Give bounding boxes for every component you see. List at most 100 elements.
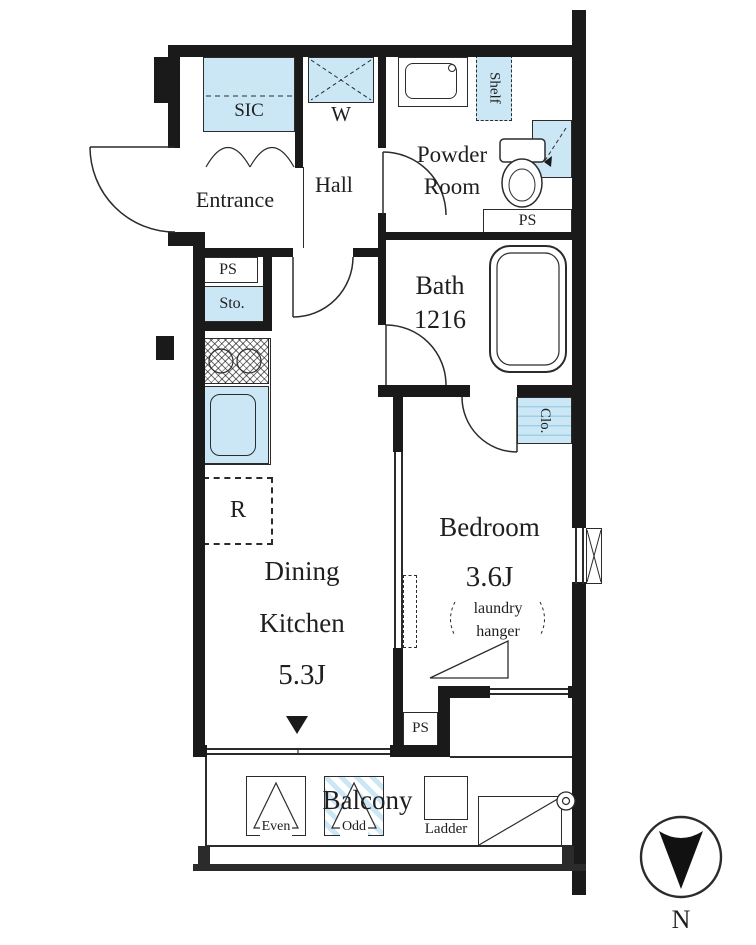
balcony-endcap-left	[198, 846, 210, 864]
compass-needle	[659, 831, 703, 889]
wall-bedroom-bottom-left	[438, 686, 490, 698]
laundry-hook-right	[539, 601, 545, 637]
bedroom-door-arc	[461, 396, 518, 453]
wall-left-lower	[193, 240, 205, 757]
balcony-endcap-right	[562, 846, 574, 864]
washing-machine-box	[308, 57, 374, 103]
bedroom-window-line-top	[490, 688, 568, 690]
laundry-hook-left	[450, 601, 456, 637]
bath-size: 1216	[414, 305, 466, 334]
closet-label: Clo.	[537, 407, 554, 434]
shelf-label: Shelf	[486, 72, 503, 104]
wall-right-lower	[572, 582, 586, 895]
hall-label: Hall	[315, 172, 353, 198]
storage-label: Sto.	[219, 294, 245, 312]
shelf-box	[476, 55, 512, 121]
balcony-label: Balcony	[322, 785, 413, 816]
wall-sic-side	[295, 45, 303, 168]
ladder-label: Ladder	[424, 821, 468, 838]
pipe-space-bedroom-label: PS	[412, 720, 429, 737]
window-direction-marker	[286, 716, 308, 734]
washer-label: W	[331, 101, 351, 126]
wall-dk-bottom-right	[390, 745, 448, 757]
window-glass-line-a	[575, 528, 577, 584]
balcony-step-line	[450, 756, 572, 758]
wall-bath-powder	[383, 232, 572, 240]
laundry-line1: laundry	[473, 600, 523, 617]
dk-size: 5.3J	[278, 658, 326, 691]
drain-inner	[561, 796, 571, 806]
stove	[203, 338, 269, 384]
sic-closet-box	[203, 57, 295, 132]
laundry-line2: hanger	[476, 623, 520, 640]
wall-right-upper	[572, 10, 586, 528]
sic-label: SIC	[234, 100, 264, 122]
wall-step-vertical	[438, 686, 450, 757]
refrigerator-label: R	[229, 497, 246, 524]
entrance-label: Entrance	[195, 187, 275, 213]
sliding-track-b	[401, 452, 403, 648]
entrance-door-arc	[89, 146, 176, 233]
washer-pan	[398, 57, 468, 107]
entrance-step-line	[303, 167, 304, 248]
pipe-space-bedroom-box	[403, 712, 438, 746]
ladder-box	[424, 776, 468, 820]
balcony-left-line	[205, 757, 207, 846]
pillar-mid-left	[156, 336, 174, 360]
bedroom-label: Bedroom 3.6J	[407, 502, 572, 602]
sliding-door-open-panel	[403, 575, 417, 648]
pipe-space-entrance-box	[198, 257, 258, 283]
hatch-odd-text: Odd	[339, 819, 369, 836]
pipe-space-powder-label: PS	[518, 212, 537, 230]
bedroom-size: 3.6J	[465, 561, 514, 593]
bathtub-outer	[489, 245, 567, 373]
powder-room-line1: Powder	[416, 142, 488, 167]
compass-circle	[639, 815, 723, 899]
balcony-bottom-band	[193, 864, 586, 871]
wall-bath-bottom-left	[378, 385, 470, 397]
wall-top	[168, 45, 586, 57]
hatch-odd-label: Odd	[328, 819, 380, 836]
toilet-shelf-box	[532, 120, 572, 178]
balcony-slope-box	[478, 796, 562, 846]
wall-dk-bottom-left	[193, 745, 207, 757]
bedroom-name: Bedroom	[439, 512, 540, 542]
powder-room-line2: Room	[423, 174, 481, 199]
wall-bedroom-bottom-right	[568, 686, 586, 698]
closet-box	[517, 397, 572, 444]
wall-utility-bottom	[193, 322, 272, 331]
pillar-top-left	[154, 57, 170, 103]
hatch-even-text: Even	[259, 819, 293, 836]
laundry-hanger-label: laundry hanger	[456, 596, 540, 644]
wall-dk-bedroom-upper	[393, 390, 403, 452]
powder-room-label: Powder Room	[386, 136, 518, 206]
wall-utility-side	[263, 248, 272, 331]
wall-powder-side-upper	[378, 45, 386, 148]
sink-bowl	[210, 394, 256, 456]
wall-powder-side-lower	[378, 213, 386, 325]
hall-door-arc	[292, 256, 354, 318]
bedroom-window-casement	[586, 528, 602, 584]
window-glass-line-b	[582, 528, 584, 584]
bedroom-window-line-bottom	[490, 693, 568, 695]
sliding-track-a	[394, 452, 396, 648]
laundry-pole	[429, 639, 509, 679]
pipe-space-entrance-label: PS	[219, 260, 237, 278]
dk-line2: Kitchen	[259, 607, 345, 638]
wall-hall-dk-right	[353, 248, 385, 257]
dk-line1: Dining	[264, 555, 340, 586]
compass-north-label: N	[671, 905, 691, 935]
wall-entrance-dk	[193, 248, 293, 257]
bath-name: Bath	[415, 271, 465, 300]
sic-folding-door	[205, 147, 295, 168]
bath-label: Bath 1216	[388, 266, 492, 340]
dk-window-line-top	[207, 748, 390, 750]
washer-pan-inner	[405, 63, 457, 99]
balcony-rail-line	[205, 845, 572, 847]
hatch-even-label: Even	[250, 819, 302, 836]
bathtub-inner	[496, 252, 560, 366]
wall-dk-bedroom-lower	[393, 648, 403, 757]
wall-bath-bottom-right	[517, 385, 572, 397]
dining-kitchen-label: Dining Kitchen 5.3J	[217, 545, 387, 700]
